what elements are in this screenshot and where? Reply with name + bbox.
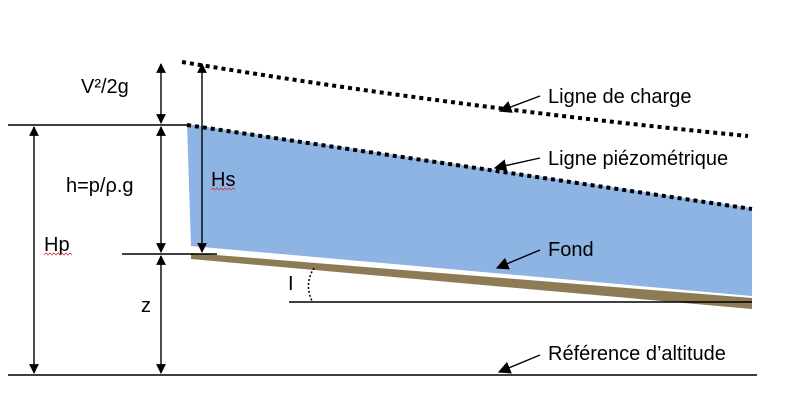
bed-leader — [495, 249, 541, 270]
datum-label: Référence d’altitude — [548, 343, 726, 365]
piezometric-line-leader — [493, 157, 541, 172]
datum-leader — [497, 354, 541, 374]
slope-label: I — [288, 273, 294, 295]
elevation-label: z — [141, 295, 151, 317]
spellcheck-underline-hp — [43, 252, 73, 256]
water-depth-label: Hs — [211, 169, 235, 191]
pressure-head-label: h=p/ρ.g — [66, 175, 134, 197]
slope-angle-arc — [307, 267, 315, 302]
channel-bed — [191, 253, 752, 309]
velocity-head-label: V²/2g — [81, 76, 129, 98]
piezometric-line-label: Ligne piézométrique — [548, 148, 728, 170]
bed-label: Fond — [548, 239, 594, 261]
energy-line — [181, 60, 749, 138]
piezometric-head-label: Hp — [44, 234, 70, 256]
water-body — [187, 124, 752, 296]
spellcheck-underline-hs — [210, 187, 236, 191]
energy-line-leader — [498, 95, 541, 113]
energy-line-label: Ligne de charge — [548, 86, 691, 108]
